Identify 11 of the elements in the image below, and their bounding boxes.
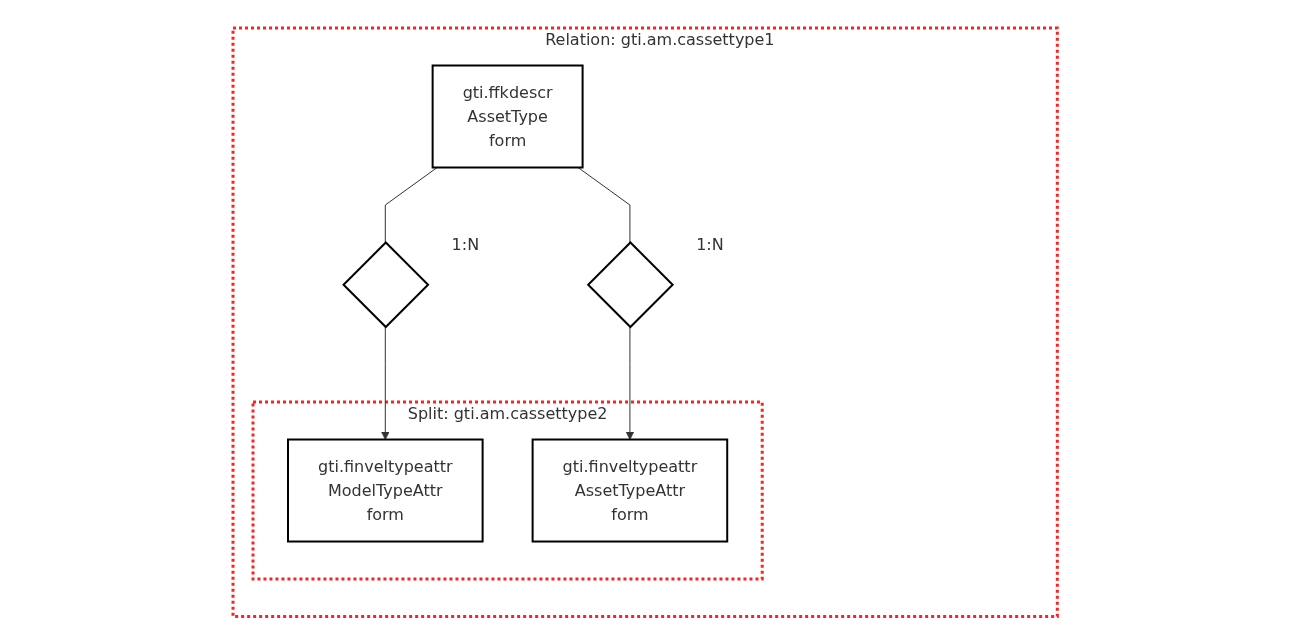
connector (384, 166, 438, 243)
arrow (625, 326, 635, 440)
node-box: gti.ffkdescr AssetType form (431, 64, 584, 169)
node-label: 1:N (696, 234, 724, 254)
node-label: 1:N (451, 234, 479, 254)
node-box: gti.finveltypeattr AssetTypeAttr form (531, 438, 729, 543)
node-diamond (341, 240, 430, 329)
connector (577, 166, 631, 243)
node-diamond (586, 240, 674, 329)
arrow (380, 326, 390, 440)
node-box: gti.finveltypeattr ModelTypeAttr form (286, 438, 484, 543)
